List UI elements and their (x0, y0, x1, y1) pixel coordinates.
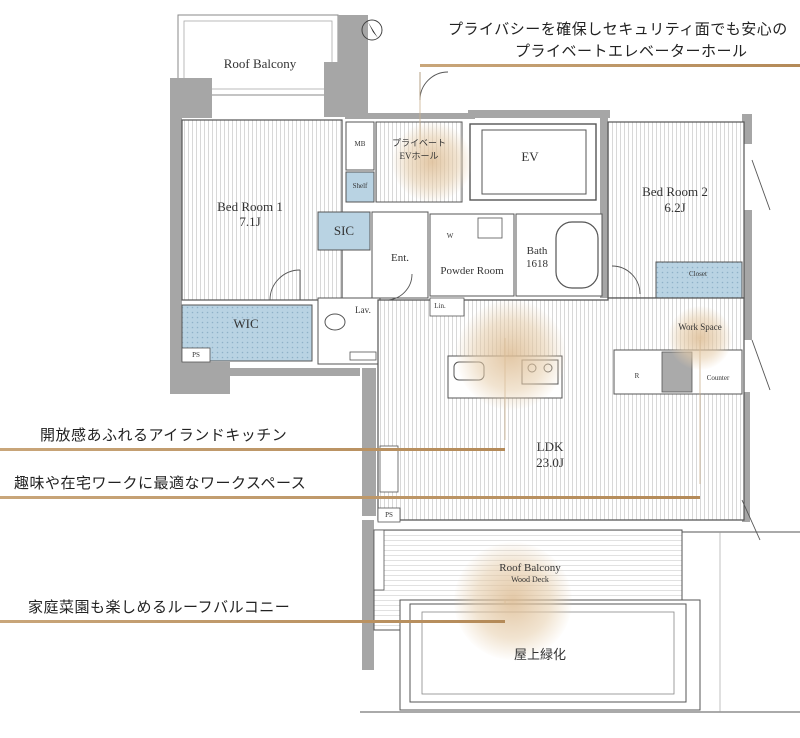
callout-kitchen-underline (0, 448, 505, 451)
bed-room-2-size: 6.2J (664, 200, 686, 215)
roof-balcony-bottom-label: Roof Balcony (499, 562, 561, 574)
shelf (345, 171, 375, 203)
kitchen-glow (456, 300, 566, 410)
ldk-label: LDK (536, 439, 564, 454)
north-arrow-icon (361, 19, 383, 41)
closet-label: Closet (689, 270, 707, 278)
callout-workspace-underline (0, 496, 700, 499)
ps-bottom-label: PS (385, 511, 393, 519)
sic-label: SIC (333, 223, 355, 238)
work-space-label: Work Space (678, 322, 722, 332)
mb-label: MB (354, 140, 366, 148)
callout-ev-hall-line-1: プライバシーを確保しセキュリティ面でも安心の (448, 20, 788, 38)
bath-label: Bath (526, 245, 548, 257)
bed-room-1-label: Bed Room 1 (217, 199, 283, 214)
closet (655, 261, 743, 299)
powder-room-label: Powder Room (440, 265, 504, 277)
bath-size: 1618 (526, 258, 548, 270)
refrigerator-label: R (634, 372, 640, 380)
ev-hall-label-2: EVホール (399, 151, 439, 161)
shelf-label: Shelf (352, 182, 368, 190)
lav-label: Lav. (355, 305, 371, 315)
entrance-label: Ent. (390, 252, 410, 264)
rooftop-greenery-label: 屋上緑化 (513, 647, 566, 662)
washer-label: W (446, 232, 454, 240)
workspace-glow (668, 306, 732, 370)
callout-workspace: 趣味や在宅ワークに最適なワークスペース (14, 474, 307, 492)
bed-room-1-floor (181, 119, 343, 301)
lin-label: Lin. (434, 302, 446, 310)
ev-shaft (469, 123, 597, 201)
callout-ev-hall-underline (420, 64, 800, 67)
walls (170, 15, 752, 670)
ev-label: EV (521, 149, 539, 164)
bed-room-2-label: Bed Room 2 (642, 184, 708, 199)
balcony-glow (454, 542, 572, 660)
bed-room-1-size: 7.1J (239, 214, 261, 229)
wic-label: WIC (233, 316, 259, 331)
sic (317, 211, 371, 251)
ev-hall-glow (392, 122, 472, 202)
wood-deck-label: Wood Deck (511, 575, 549, 584)
callout-kitchen: 開放感あふれるアイランドキッチン (40, 426, 288, 444)
callout-balcony-underline (0, 620, 505, 623)
roof-balcony-top-label: Roof Balcony (223, 56, 297, 71)
counter-label: Counter (706, 374, 730, 382)
ev-hall-label-1: プライベート (391, 138, 446, 148)
ps-label: PS (192, 351, 200, 359)
callout-ev-hall-line-2: プライベートエレベーターホール (515, 42, 748, 60)
ldk-size: 23.0J (536, 455, 564, 470)
callout-balcony: 家庭菜園も楽しめるルーフバルコニー (28, 598, 291, 616)
